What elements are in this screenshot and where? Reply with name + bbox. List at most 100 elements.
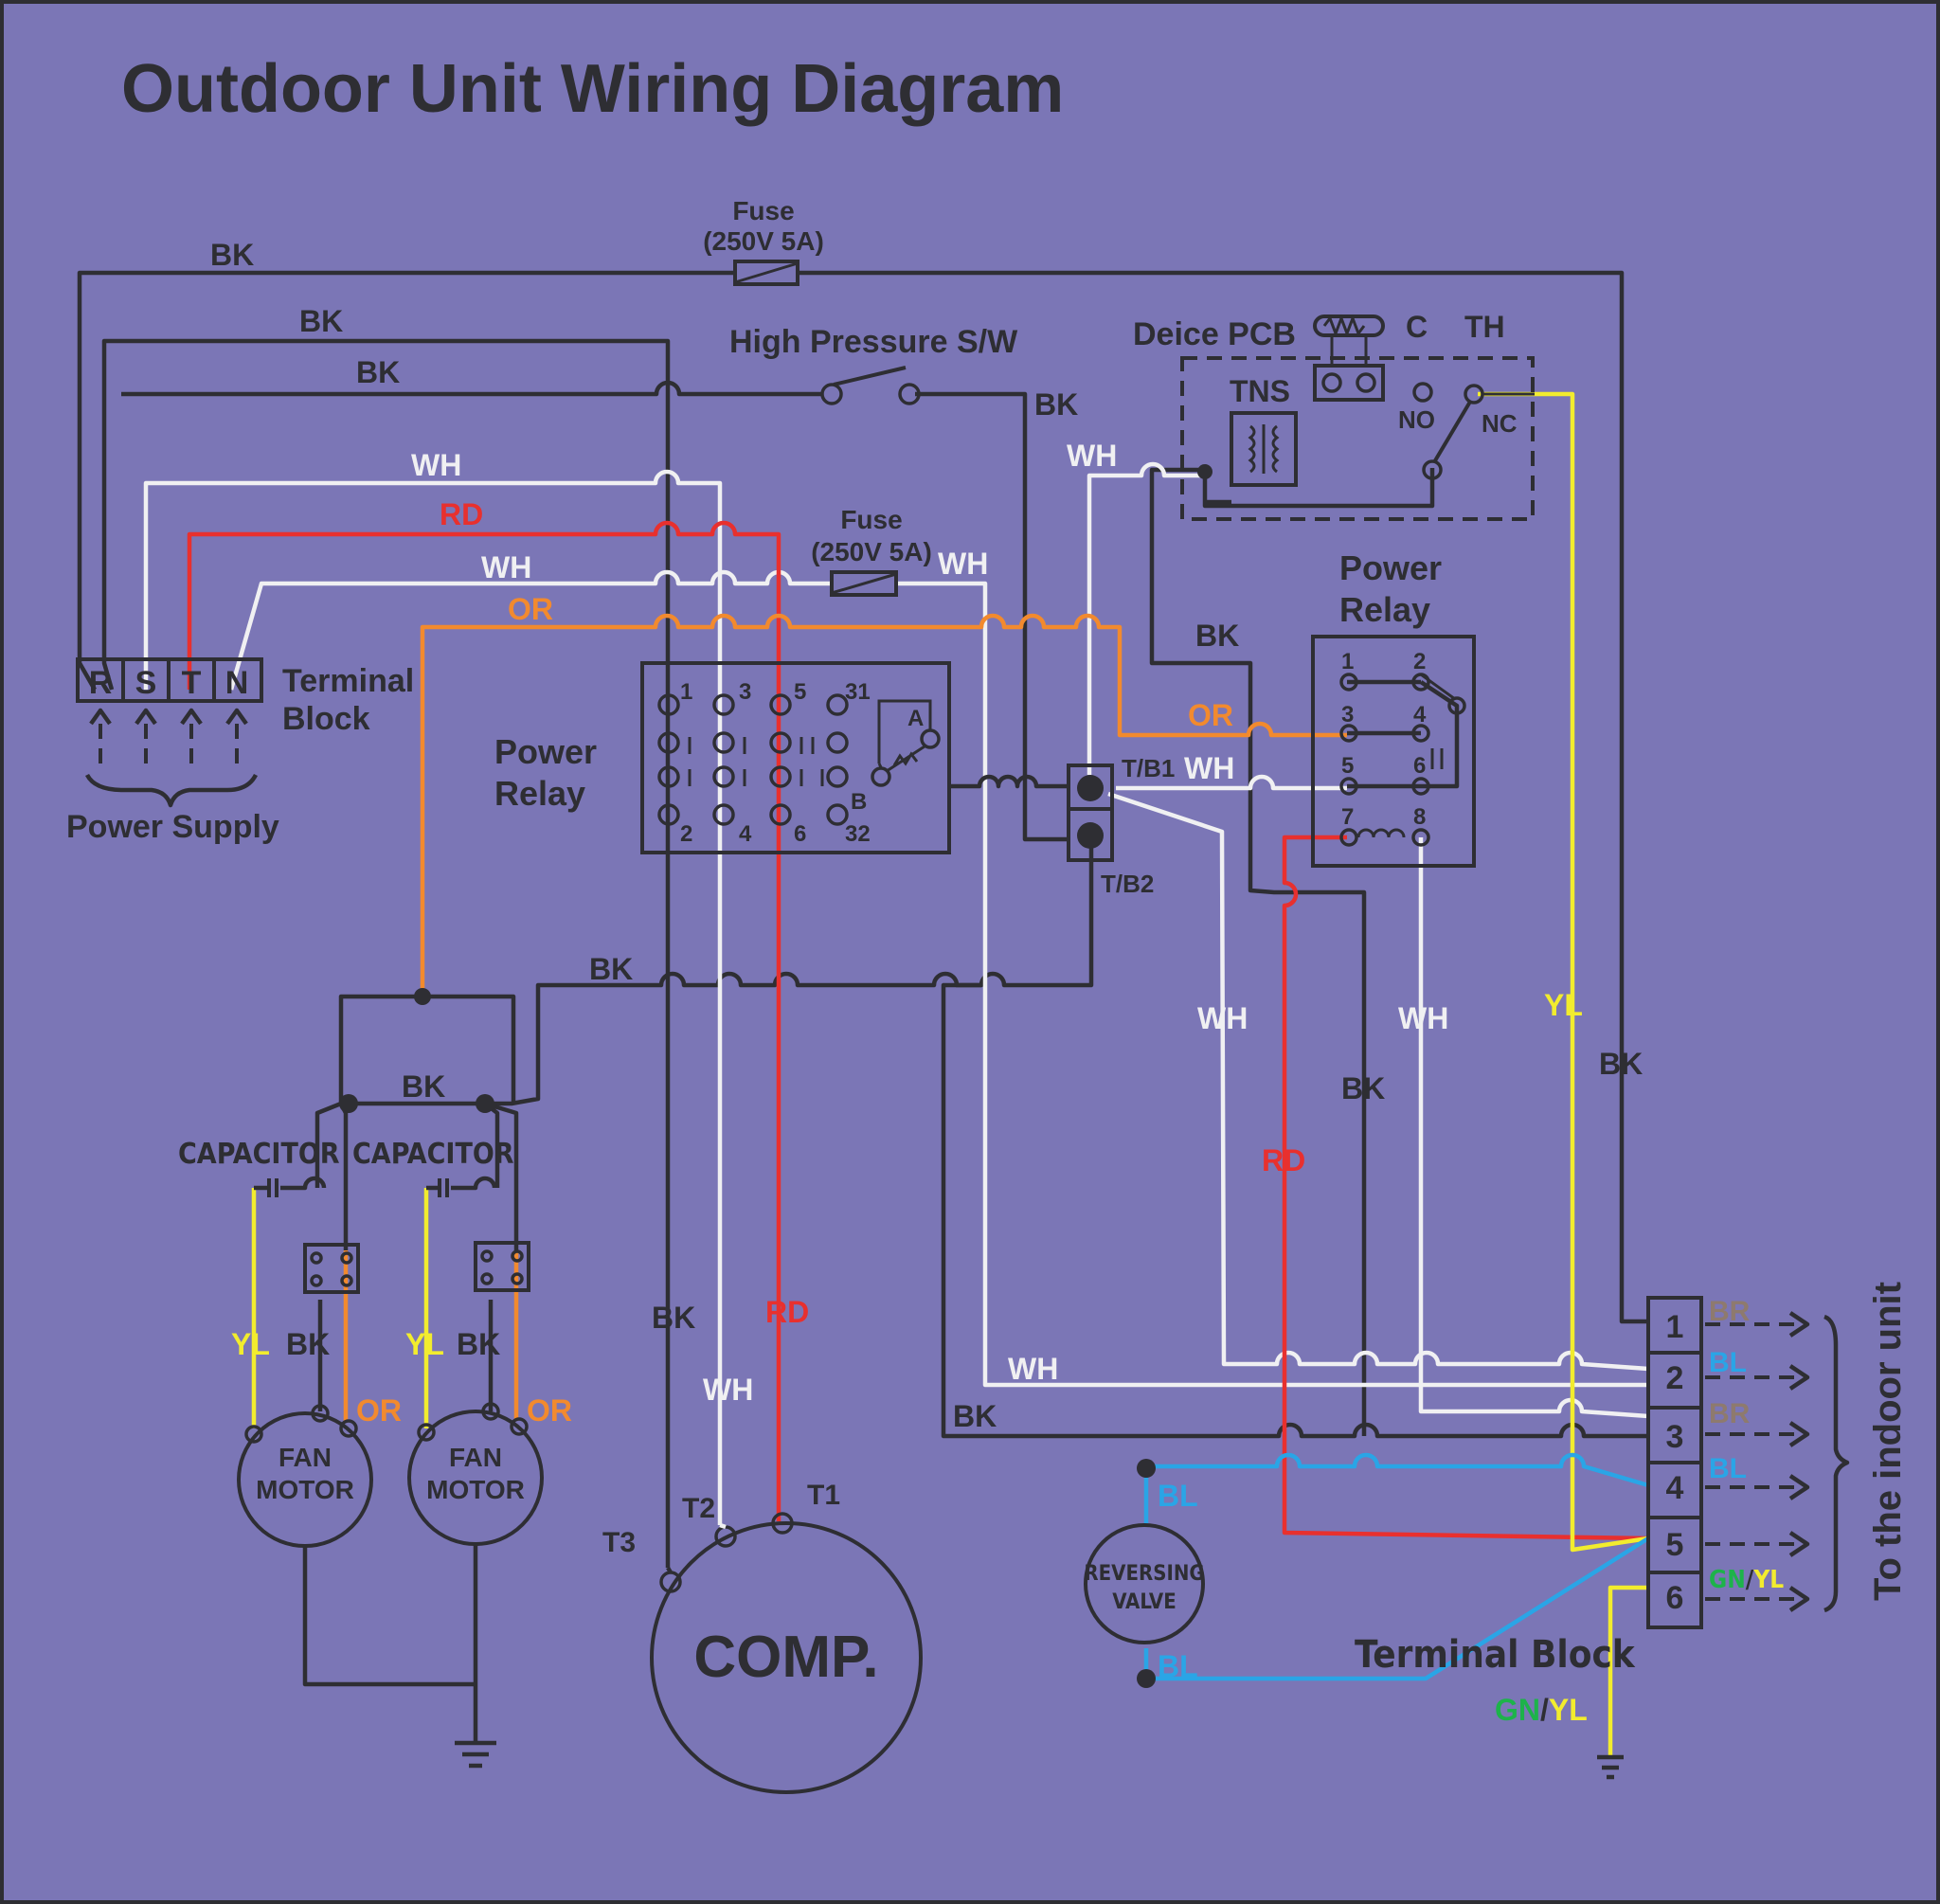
aux-pin-6: 6 bbox=[1413, 753, 1426, 779]
aux-relay-label-1: Power bbox=[1339, 548, 1442, 587]
compressor-t1: T1 bbox=[807, 1480, 840, 1511]
indoor-unit-side-label: To the indoor unit bbox=[1867, 1282, 1909, 1601]
bk-label-5: BK bbox=[1195, 619, 1239, 653]
aux-pin-5: 5 bbox=[1341, 753, 1354, 779]
relay-coil-a: A bbox=[907, 706, 924, 731]
wh-label-9: WH bbox=[1008, 1352, 1058, 1386]
bk-label-12: BK bbox=[286, 1327, 330, 1361]
yl-label-1: YL bbox=[1544, 988, 1583, 1022]
bl-label-3: BL bbox=[1709, 1347, 1747, 1378]
bl-label-1: BL bbox=[1158, 1479, 1198, 1513]
fan-motor-2: FAN MOTOR bbox=[407, 1402, 544, 1546]
gnyl-label-2-slash: / bbox=[1540, 1693, 1549, 1727]
deice-c-label: C bbox=[1406, 310, 1428, 344]
fuse-top-name: Fuse bbox=[732, 196, 794, 225]
relay-pin-2: 2 bbox=[680, 821, 692, 847]
terminal-t: T bbox=[182, 665, 202, 701]
black-wires bbox=[77, 270, 1648, 1769]
or-label-2: OR bbox=[1188, 698, 1233, 732]
fuse-mid: Fuse (250V 5A) bbox=[811, 505, 932, 597]
compressor-t2: T2 bbox=[682, 1493, 715, 1524]
indoor-terminal-block: 1 2 3 4 5 6 Terminal Block To the indoor… bbox=[1355, 1282, 1909, 1780]
gnyl-label-2-gn: GN bbox=[1495, 1693, 1540, 1727]
tb2-label: T/B2 bbox=[1101, 870, 1154, 898]
bk-label-3: BK bbox=[356, 355, 400, 389]
power-supply-label: Power Supply bbox=[66, 809, 279, 845]
junction-terminals: T/B1 T/B2 bbox=[1067, 754, 1175, 898]
rd-label-3: RD bbox=[765, 1295, 809, 1329]
transformer-icon bbox=[1230, 411, 1298, 487]
br-label-1: BR bbox=[1709, 1296, 1751, 1327]
relay-coil-b: B bbox=[851, 789, 867, 815]
relay-pin-6: 6 bbox=[794, 821, 806, 847]
bk-label-9: BK bbox=[1341, 1071, 1385, 1105]
orange-wires bbox=[343, 613, 1347, 1421]
white-wires bbox=[143, 461, 1649, 1525]
terminal-block-label-2: Block bbox=[282, 701, 370, 737]
high-pressure-switch: High Pressure S/W bbox=[729, 324, 1018, 405]
reversing-valve-label-2: VALVE bbox=[1112, 1590, 1177, 1614]
or-label-4: OR bbox=[527, 1393, 572, 1428]
fuse-top-rating: (250V 5A) bbox=[703, 226, 824, 256]
aux-pin-1: 1 bbox=[1341, 649, 1354, 674]
rd-label-1: RD bbox=[440, 497, 483, 531]
diagram-title: Outdoor Unit Wiring Diagram bbox=[121, 51, 1064, 127]
indoor-terminal-4: 4 bbox=[1666, 1470, 1684, 1506]
deice-pcb-label: Deice PCB bbox=[1133, 316, 1296, 352]
bl-label-2: BL bbox=[1158, 1649, 1198, 1683]
main-relay-label-2: Relay bbox=[494, 774, 585, 813]
gnyl-label-1-slash: / bbox=[1746, 1566, 1754, 1594]
bk-label-4: BK bbox=[1034, 387, 1078, 422]
fan-relay-2 bbox=[474, 1241, 530, 1292]
gnyl-label-2: GN/YL bbox=[1495, 1693, 1588, 1727]
deice-pcb: Deice PCB C TH TNS NO NC bbox=[1133, 310, 1535, 521]
bk-label-2: BK bbox=[299, 304, 343, 338]
tb1-label: T/B1 bbox=[1122, 754, 1175, 782]
compressor-t3: T3 bbox=[602, 1527, 636, 1558]
fan-motor-1-label-2: MOTOR bbox=[256, 1475, 354, 1504]
fan-motor-1-label-1: FAN bbox=[278, 1443, 332, 1472]
bk-label-1: BK bbox=[210, 238, 254, 272]
aux-power-relay: Power Relay 1 2 3 4 5 6 7 8 bbox=[1311, 548, 1476, 868]
terminal-r: R bbox=[89, 665, 113, 701]
reversing-valve-label-1: REVERSING bbox=[1084, 1562, 1204, 1586]
br-label-2: BR bbox=[1709, 1398, 1751, 1429]
indoor-terminal-6: 6 bbox=[1666, 1580, 1684, 1616]
red-wires bbox=[187, 520, 1649, 1541]
aux-pin-3: 3 bbox=[1341, 702, 1354, 727]
terminal-n: N bbox=[225, 665, 249, 701]
capacitors: CAPACITOR CAPACITOR bbox=[178, 988, 530, 1294]
gnyl-label-2-yl: YL bbox=[1549, 1693, 1588, 1727]
deice-th-label: TH bbox=[1464, 310, 1505, 344]
aux-pin-7: 7 bbox=[1341, 804, 1354, 830]
or-label-3: OR bbox=[356, 1393, 402, 1428]
bk-label-10: BK bbox=[652, 1301, 695, 1335]
aux-pin-2: 2 bbox=[1413, 649, 1426, 674]
deice-nc-label: NC bbox=[1482, 409, 1518, 438]
bk-label-8: BK bbox=[1599, 1047, 1643, 1081]
relay-pin-5: 5 bbox=[794, 679, 806, 705]
terminal-block-label-1: Terminal bbox=[282, 663, 414, 699]
fan-motor-2-label-1: FAN bbox=[449, 1443, 502, 1472]
compressor-label: COMP. bbox=[693, 1625, 878, 1690]
indoor-terminal-5: 5 bbox=[1666, 1527, 1684, 1563]
aux-pin-4: 4 bbox=[1413, 702, 1427, 727]
fuse-top: Fuse (250V 5A) bbox=[703, 196, 824, 286]
fan-motor-1: FAN MOTOR bbox=[237, 1404, 373, 1548]
wire-labels: BK BK BK WH RD WH OR BK WH WH BK OR WH B… bbox=[210, 238, 1784, 1727]
main-power-relay: Power Relay 1 3 5 31 2 4 6 32 A B bbox=[494, 661, 1069, 854]
relay-pin-4: 4 bbox=[739, 821, 752, 847]
wh-label-6: WH bbox=[1197, 1001, 1248, 1035]
bk-label-11: BK bbox=[953, 1399, 997, 1433]
or-label-1: OR bbox=[508, 592, 553, 626]
wh-label-7: WH bbox=[1398, 1001, 1448, 1035]
fuse-mid-name: Fuse bbox=[840, 505, 902, 534]
yl-label-3: YL bbox=[405, 1327, 444, 1361]
deice-no-label: NO bbox=[1398, 405, 1435, 434]
deice-tns-label: TNS bbox=[1230, 374, 1290, 408]
terminal-s: S bbox=[135, 665, 157, 701]
rd-label-2: RD bbox=[1262, 1143, 1305, 1177]
yl-label-2: YL bbox=[231, 1327, 270, 1361]
